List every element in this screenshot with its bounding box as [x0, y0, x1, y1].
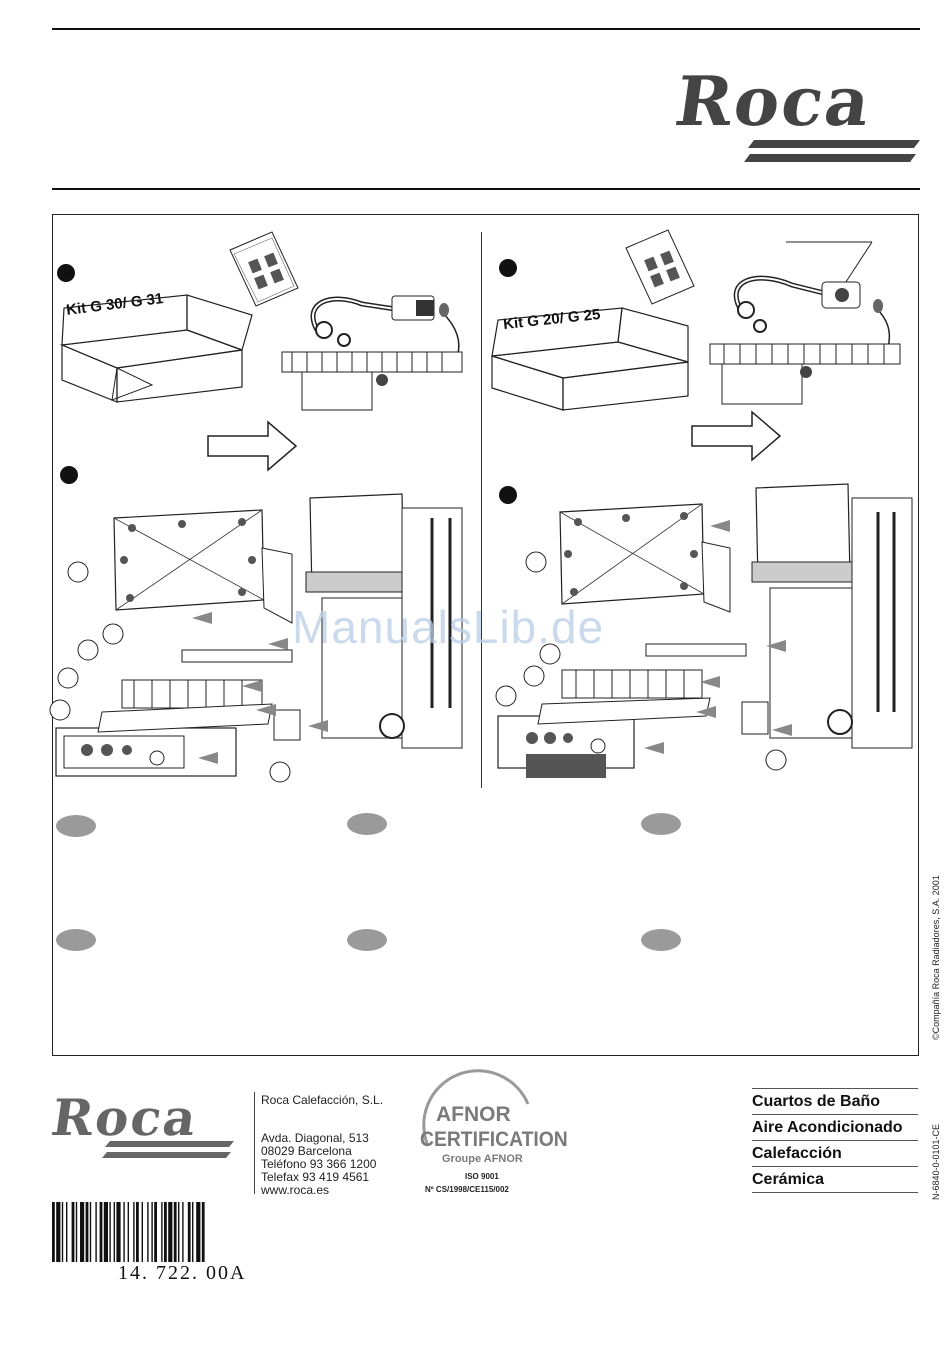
- top-rule: [52, 28, 920, 30]
- burner-kit-left-illustration: [281, 295, 463, 411]
- barcode-icon: [52, 1202, 205, 1262]
- footer-divider: [254, 1092, 255, 1194]
- category-heating: Calefacción: [752, 1142, 918, 1167]
- step-marker-2-left: [60, 466, 78, 484]
- boiler-exploded-right-illustration: [495, 483, 913, 778]
- header-logo-text: Roca: [670, 62, 877, 142]
- header-rule: [52, 188, 920, 190]
- certificate-number: Nº CS/1998/CE115/002: [425, 1185, 509, 1194]
- language-marker-1: [56, 815, 96, 837]
- instruction-booklet-left-icon: [229, 231, 299, 307]
- category-bathrooms: Cuartos de Baño: [752, 1090, 918, 1115]
- phone-line: Teléfono 93 366 1200: [261, 1157, 377, 1171]
- afnor-certification-seal-icon: [422, 1069, 530, 1147]
- iso-standard-text: ISO 9001: [465, 1172, 499, 1181]
- afnor-group-text: Groupe AFNOR: [442, 1153, 523, 1165]
- header-logo-stripes: [744, 140, 920, 162]
- language-marker-5: [347, 929, 387, 951]
- panel-divider: [481, 232, 482, 788]
- address-line-1: Avda. Diagonal, 513: [261, 1131, 369, 1145]
- instructions-frame: [52, 214, 919, 1056]
- footer-logo-text: Roca: [47, 1088, 202, 1147]
- language-marker-6: [641, 929, 681, 951]
- afnor-title: AFNOR: [436, 1103, 511, 1126]
- barcode-number: 14. 722. 00A: [118, 1262, 247, 1284]
- language-marker-3: [641, 813, 681, 835]
- category-ceramics: Cerámica: [752, 1168, 918, 1193]
- footer-logo-stripes: [102, 1141, 234, 1158]
- afnor-certification-text: CERTIFICATION: [420, 1128, 568, 1151]
- fax-line: Telefax 93 419 4561: [261, 1170, 370, 1184]
- copyright-text: ©Compañía Roca Radiadores, S.A. 2001: [931, 875, 941, 1040]
- company-name: Roca Calefacción, S.L.: [261, 1093, 384, 1107]
- categories-top-rule: [752, 1088, 918, 1089]
- website-link[interactable]: www.roca.es: [261, 1183, 330, 1197]
- language-marker-4: [56, 929, 96, 951]
- step-marker-1-left: [57, 264, 75, 282]
- boiler-exploded-left-illustration: [49, 493, 463, 783]
- language-marker-2: [347, 813, 387, 835]
- category-air-conditioning: Aire Acondicionado: [752, 1116, 918, 1141]
- watermark-text: ManualsLib.de: [292, 601, 605, 653]
- kit-box-right-illustration: [491, 307, 689, 411]
- kit-box-left-illustration: [59, 294, 253, 403]
- instruction-booklet-right-icon: [625, 229, 695, 305]
- burner-kit-right-illustration: [709, 241, 901, 405]
- document-code: N-6840-0-0101-CE: [931, 1123, 941, 1200]
- arrow-right-left-panel-icon: [207, 420, 298, 472]
- step-marker-1-right: [499, 259, 517, 277]
- address-line-2: 08029 Barcelona: [261, 1144, 352, 1158]
- arrow-right-right-panel-icon: [691, 410, 782, 462]
- step-marker-2-right: [499, 486, 517, 504]
